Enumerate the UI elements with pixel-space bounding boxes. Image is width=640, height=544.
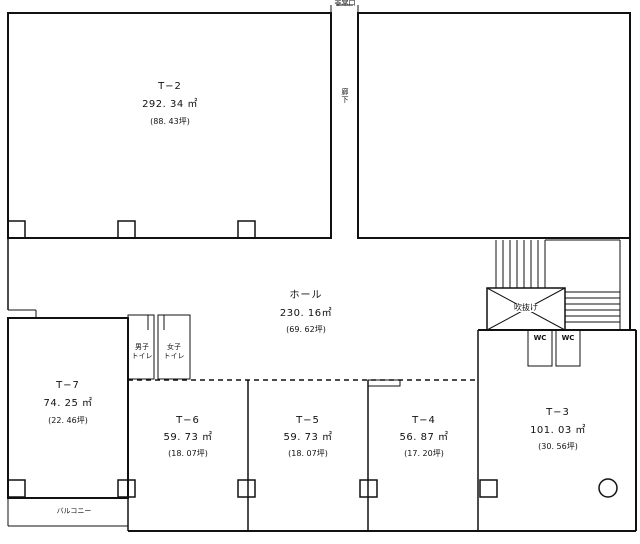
unit-t5-tsubo: (18. 07坪) [288, 449, 328, 458]
fukinuke-box [486, 287, 566, 331]
mens-restroom-label-2: トイレ [131, 352, 153, 360]
round-fixture [598, 478, 618, 498]
column [7, 479, 26, 498]
unit-t2-tsubo: (88. 43坪) [150, 117, 190, 126]
unit-t7-tsubo: (22. 46坪) [48, 416, 88, 425]
wc-label-1: WC [533, 334, 547, 342]
unit-t6-tsubo: (18. 07坪) [168, 449, 208, 458]
unit-t2-outline [7, 12, 332, 239]
column [117, 220, 136, 239]
unit-t3-tsubo: (30. 56坪) [538, 442, 578, 451]
hall-tsubo: (69. 62坪) [286, 325, 326, 334]
wc-label-2: WC [561, 334, 575, 342]
column [237, 220, 256, 239]
corridor-label: 廊下 [341, 88, 349, 104]
mens-restroom-label-1: 男子 [135, 343, 149, 351]
emergency-exit-label: 非常口 [334, 0, 356, 7]
column [479, 479, 498, 498]
unit-t5-name: T−5 [296, 415, 320, 426]
womens-restroom-label-1: 女子 [167, 343, 181, 351]
unit-top-right-outline [357, 12, 631, 239]
unit-t4-tsubo: (17. 20坪) [404, 449, 444, 458]
womens-restroom-outline [157, 314, 191, 380]
column [117, 479, 136, 498]
mens-restroom-outline [127, 314, 155, 380]
column [359, 479, 378, 498]
unit-t4-name: T−4 [412, 415, 436, 426]
unit-t3-name: T−3 [546, 407, 570, 418]
unit-t2-name: T−2 [158, 81, 182, 92]
unit-t6-name: T−6 [176, 415, 200, 426]
hall-area: 230. 16㎡ [279, 308, 333, 319]
unit-t6-area: 59. 73 ㎡ [163, 432, 213, 443]
unit-t7-area: 74. 25 ㎡ [43, 398, 93, 409]
unit-t3-area: 101. 03 ㎡ [530, 425, 586, 436]
unit-t2-area: 292. 34 ㎡ [142, 99, 198, 110]
unit-t7-name: T−7 [56, 380, 80, 391]
womens-restroom-label-2: トイレ [163, 352, 185, 360]
hall-name: ホール [289, 290, 323, 301]
fukinuke-label: 吹抜け [512, 303, 540, 312]
stairs [495, 239, 621, 330]
balcony-label: バルコニー [56, 507, 92, 515]
wc-stall [555, 329, 581, 367]
column [237, 479, 256, 498]
column [7, 220, 26, 239]
unit-t5-area: 59. 73 ㎡ [283, 432, 333, 443]
unit-t4-area: 56. 87 ㎡ [399, 432, 449, 443]
